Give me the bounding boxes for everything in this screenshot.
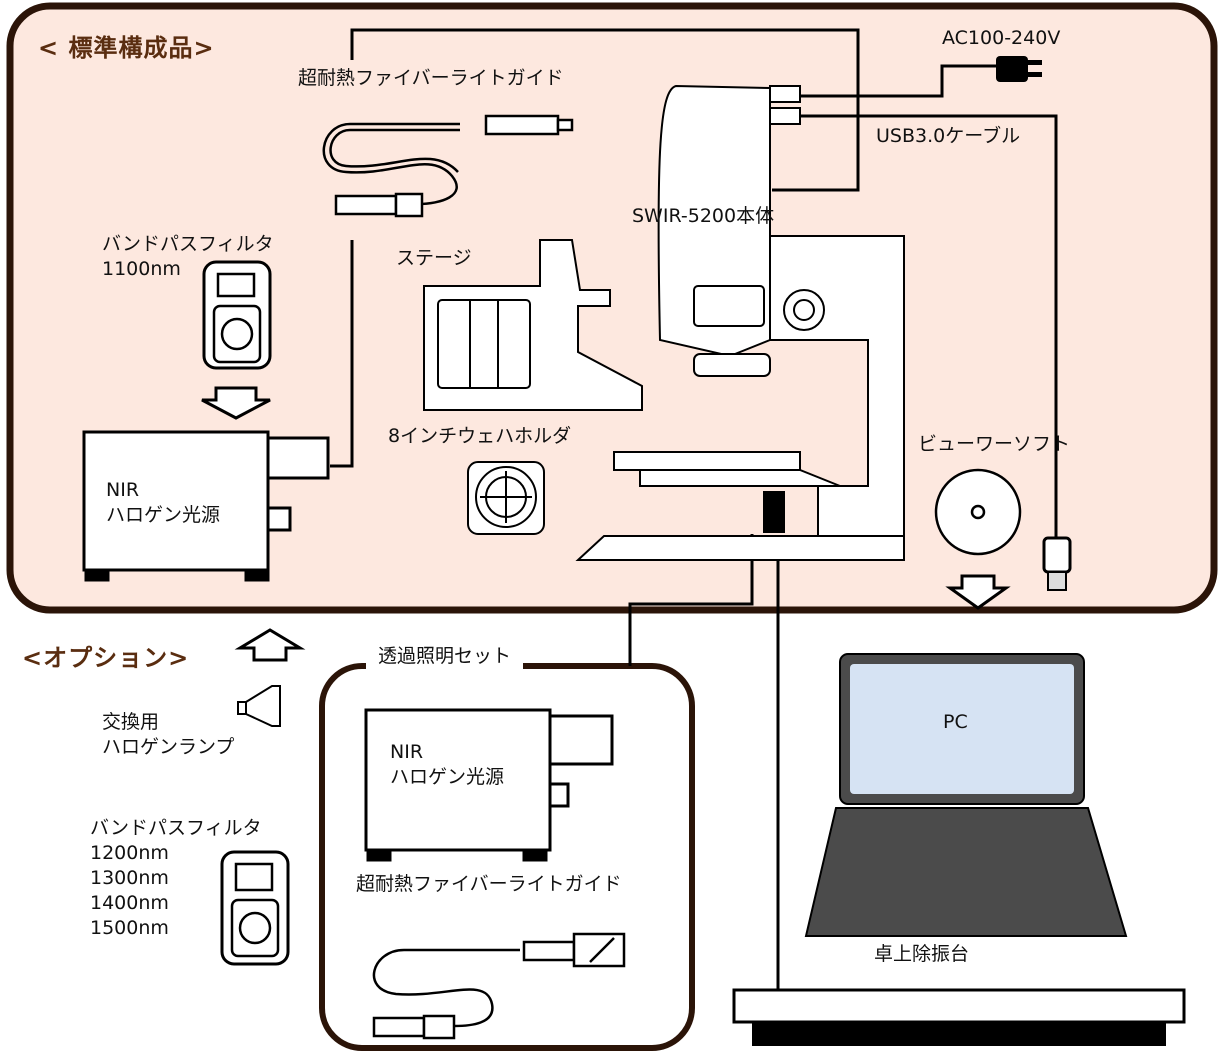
bandpass-filter-opt-icon bbox=[220, 850, 290, 966]
nir-source-std-label: NIR ハロゲン光源 bbox=[106, 479, 221, 526]
standard-section-title: < 標準構成品> bbox=[38, 34, 215, 62]
fiber-guide-opt-icon bbox=[372, 932, 626, 1040]
stage-icon bbox=[423, 239, 643, 411]
usb-plug-icon bbox=[1042, 536, 1072, 591]
arrow-down-icon bbox=[201, 386, 271, 420]
nir-source-std-icon bbox=[82, 430, 330, 582]
nir-source-opt-label: NIR ハロゲン光源 bbox=[390, 741, 505, 788]
fiber-cable-to-unit bbox=[350, 28, 860, 192]
option-section-title: <オプション> bbox=[22, 644, 190, 672]
cables bbox=[330, 28, 1058, 990]
viewer-software-cd-icon bbox=[934, 468, 1022, 556]
arrow-up-icon bbox=[234, 628, 306, 662]
vibration-table-icon bbox=[732, 988, 1186, 1046]
fiber-guide-top-label: 超耐熱ファイバーライトガイド bbox=[298, 67, 564, 89]
main-unit-icon bbox=[575, 84, 905, 561]
main-unit-label: SWIR-5200本体 bbox=[632, 205, 775, 227]
replacement-lamp-label: 交換用 ハロゲンランプ bbox=[102, 711, 235, 758]
halogen-lamp-icon bbox=[237, 685, 281, 727]
laptop-pc-icon bbox=[804, 653, 1128, 937]
pc-label: PC bbox=[943, 711, 968, 733]
stage-label: ステージ bbox=[396, 247, 472, 269]
ac-power-cable bbox=[800, 64, 1000, 98]
bandpass-filter-std-icon bbox=[202, 260, 272, 370]
fiber-guide-opt-label: 超耐熱ファイバーライトガイド bbox=[356, 873, 622, 895]
fiber-guide-top-icon bbox=[322, 114, 574, 218]
vibration-table-label: 卓上除振台 bbox=[874, 943, 970, 965]
usb-cable-label: USB3.0ケーブル bbox=[876, 125, 1021, 147]
wafer-holder-label: 8インチウェハホルダ bbox=[388, 425, 572, 447]
bandpass-std-label: バンドパスフィルタ 1100nm bbox=[102, 233, 274, 280]
viewer-software-label: ビューワーソフト bbox=[918, 433, 1071, 455]
transmit-fiber-cable bbox=[628, 534, 754, 666]
ac-power-label: AC100-240V bbox=[942, 27, 1061, 49]
arrow-down-icon bbox=[945, 574, 1011, 610]
transmit-set-label: 透過照明セット bbox=[366, 644, 524, 669]
nir-source-opt-icon bbox=[364, 708, 614, 862]
bandpass-opt-label: バンドパスフィルタ 1200nm 1300nm 1400nm 1500nm bbox=[90, 817, 262, 939]
ac-plug-icon bbox=[996, 56, 1042, 82]
fiber-cable-to-source bbox=[330, 240, 354, 468]
usb-cable bbox=[800, 114, 1058, 540]
wafer-holder-icon bbox=[467, 461, 545, 535]
